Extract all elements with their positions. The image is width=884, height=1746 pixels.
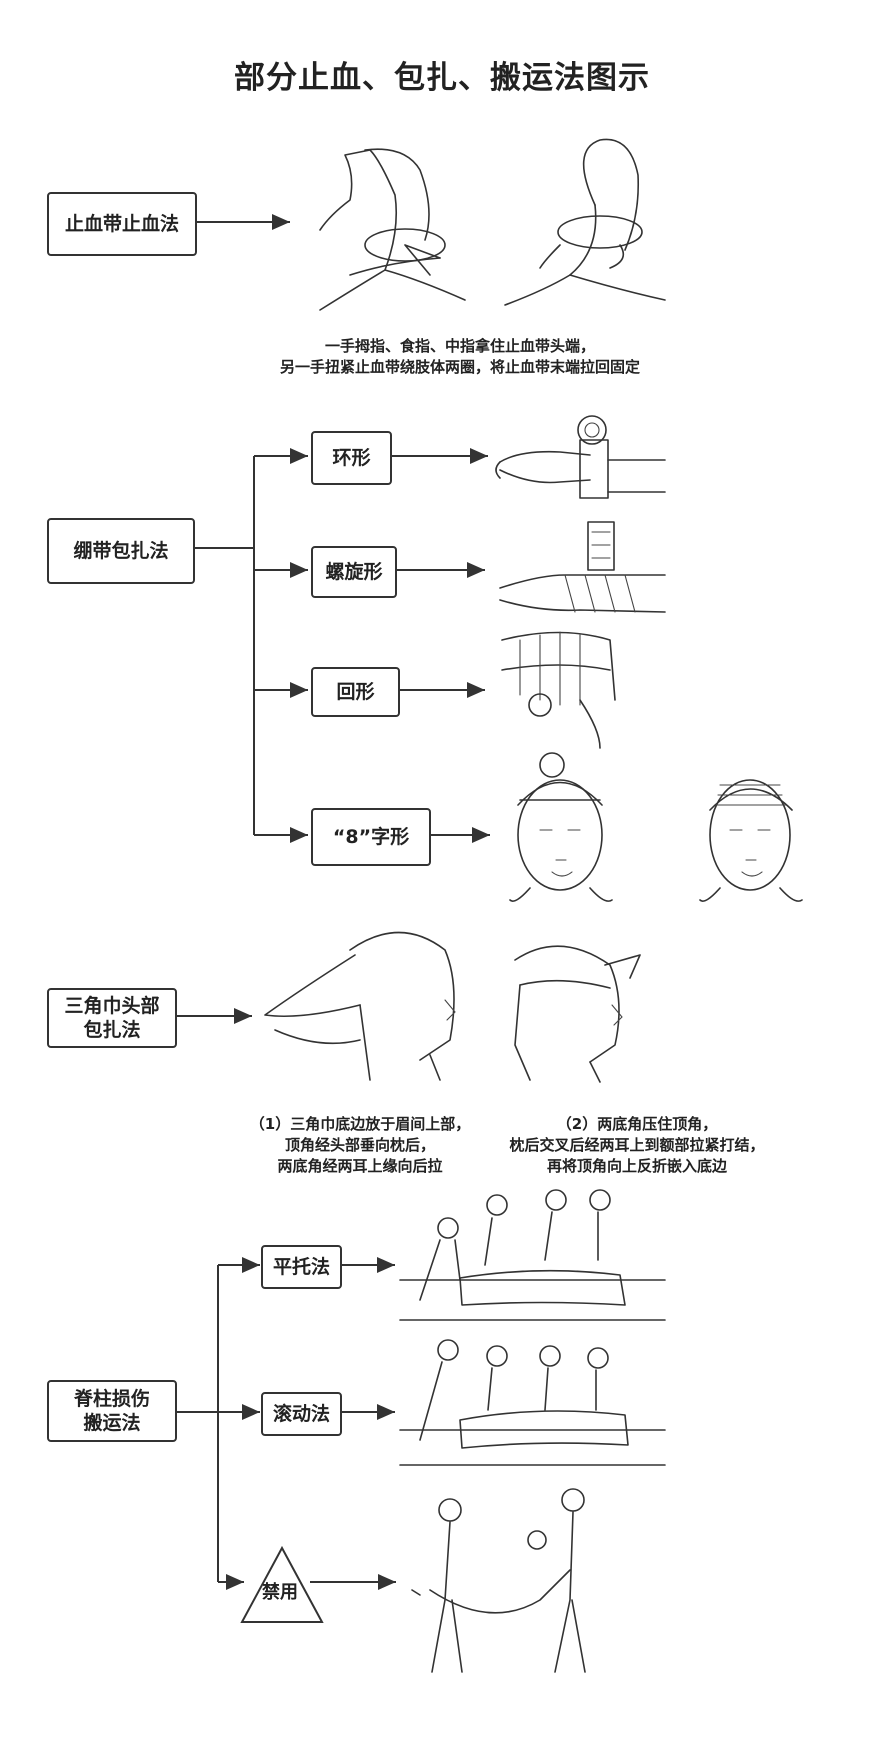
- spine-label-line2: 搬运法: [83, 1412, 141, 1434]
- face-icon: [699, 779, 803, 902]
- bandage-branch-ring: 环形: [311, 431, 392, 485]
- bandage-label: 绷带包扎法: [73, 540, 169, 562]
- spine-label-line1: 脊柱损伤: [73, 1388, 150, 1410]
- hand-icon: [319, 148, 466, 311]
- spine-branch-flat: 平托法: [261, 1245, 342, 1289]
- caption-line: 两底角经两耳上缘向后拉: [277, 1157, 443, 1175]
- tourniquet-label: 止血带止血法: [64, 213, 179, 235]
- spine-branch-roll: 滚动法: [261, 1392, 342, 1436]
- hand-icon: [495, 415, 666, 499]
- head-icon: [264, 931, 456, 1081]
- caption-line: 枕后交叉后经两耳上到额部拉紧打结，: [509, 1136, 765, 1154]
- arm-icon: [504, 138, 666, 306]
- triangle-label-box: 三角巾头部 包扎法: [47, 988, 177, 1048]
- bandage-label-box: 绷带包扎法: [47, 518, 195, 584]
- branch-label: 环形: [332, 447, 371, 469]
- caption-line: 一手拇指、食指、中指拿住止血带头端，: [324, 337, 595, 355]
- branch-label: 回形: [336, 681, 375, 703]
- branch-label: 平托法: [272, 1256, 330, 1278]
- spine-branch-forbidden: 禁用: [262, 1582, 298, 1603]
- carry-icon: [411, 1488, 586, 1673]
- triangle-step1-caption: （1）三角巾底边放于眉间上部， 顶角经头部垂向枕后， 两底角经两耳上缘向后拉: [235, 1114, 485, 1177]
- caption-line: （2）两底角压住顶角，: [556, 1115, 718, 1133]
- caption-line: 顶角经头部垂向枕后，: [284, 1136, 435, 1154]
- triangle-label-line2: 包扎法: [83, 1019, 141, 1041]
- hand-icon: [499, 521, 666, 613]
- branch-label: 滚动法: [272, 1403, 330, 1425]
- triangle-label-line1: 三角巾头部: [64, 995, 160, 1017]
- triangle-step2-caption: （2）两底角压住顶角， 枕后交叉后经两耳上到额部拉紧打结， 再将顶角向上反折嵌入…: [492, 1114, 782, 1177]
- tourniquet-caption: 一手拇指、食指、中指拿住止血带头端， 另一手扭紧止血带绕肢体两圈，将止血带末端拉…: [230, 336, 690, 378]
- warning-triangle-icon: [240, 1545, 324, 1623]
- page-title: 部分止血、包扎、搬运法图示: [234, 60, 650, 96]
- stretcher-icon: [399, 1189, 666, 1321]
- face-icon: [509, 752, 613, 902]
- caption-line: 另一手扭紧止血带绕肢体两圈，将止血带末端拉回固定: [279, 358, 640, 376]
- caption-line: 再将顶角向上反折嵌入底边: [546, 1157, 727, 1175]
- spine-label-box: 脊柱损伤 搬运法: [47, 1380, 177, 1442]
- bandage-branch-spiral: 螺旋形: [311, 546, 397, 598]
- bandage-icon: [501, 631, 616, 749]
- bandage-branch-figure8: “8”字形: [311, 808, 431, 866]
- bandage-branch-return: 回形: [311, 667, 400, 717]
- stretcher-icon: [399, 1339, 666, 1466]
- branch-label: “8”字形: [332, 826, 410, 848]
- tourniquet-label-box: 止血带止血法: [47, 192, 197, 256]
- caption-line: （1）三角巾底边放于眉间上部，: [249, 1115, 471, 1133]
- head-icon: [514, 945, 641, 1083]
- branch-label: 螺旋形: [325, 561, 383, 583]
